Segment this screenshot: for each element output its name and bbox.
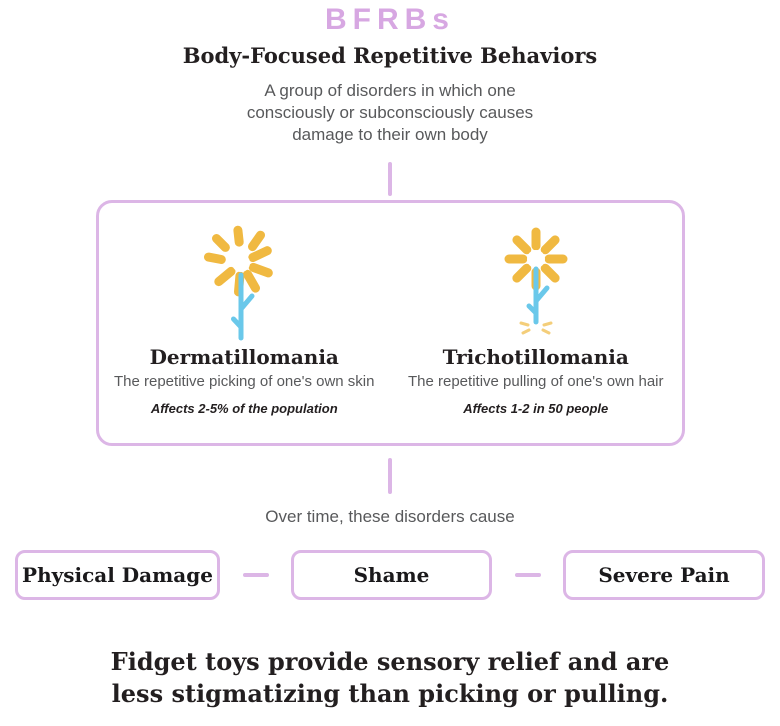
flower-picked-petals-icon [204, 225, 274, 341]
outcome-box-physical-damage: Physical Damage [15, 550, 220, 600]
disorder-stat: Affects 1-2 in 50 people [463, 401, 609, 416]
page-title: BFRBs [324, 3, 455, 36]
description-line: consciously or subconsciously causes [246, 103, 534, 122]
outcome-box-severe-pain: Severe Pain [563, 550, 765, 600]
flower-pulled-up-icon [504, 227, 568, 335]
disorder-definition: The repetitive picking of one's own skin [113, 373, 375, 390]
page-subtitle: Body-Focused Repetitive Behaviors [182, 43, 598, 68]
disorder-name: Trichotillomania [442, 345, 629, 369]
disorders-panel: Dermatillomania The repetitive picking o… [95, 200, 685, 446]
disorder-definition: The repetitive pulling of one's own hair [407, 373, 664, 390]
footer-line: Fidget toys provide sensory relief and a… [110, 647, 670, 676]
disorder-card-trichotillomania: Trichotillomania The repetitive pulling … [390, 225, 682, 443]
disorder-stat: Affects 2-5% of the population [150, 401, 338, 416]
outcomes-caption: Over time, these disorders cause [265, 507, 515, 526]
disorder-card-dermatillomania: Dermatillomania The repetitive picking o… [99, 225, 391, 443]
outcomes-row: Physical Damage Shame Severe Pain [15, 550, 765, 600]
connector-line-bottom [388, 458, 392, 494]
description: A group of disorders in which one consci… [0, 80, 780, 146]
connector-line-top [388, 162, 392, 196]
description-line: A group of disorders in which one [264, 81, 516, 100]
footer-statement: Fidget toys provide sensory relief and a… [0, 646, 780, 710]
outcome-box-shame: Shame [291, 550, 492, 600]
disorder-name: Dermatillomania [149, 345, 339, 369]
footer-line: less stigmatizing than picking or pullin… [111, 679, 669, 708]
outcome-connector-dash [514, 573, 541, 577]
outcome-connector-dash [242, 573, 269, 577]
description-line: damage to their own body [292, 125, 488, 144]
